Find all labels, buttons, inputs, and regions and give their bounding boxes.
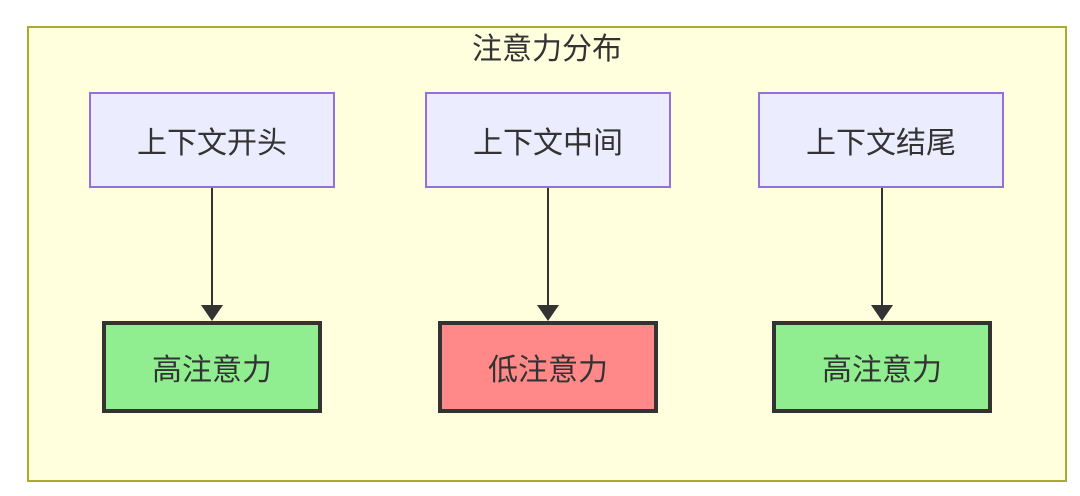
arrow-shaft [547,188,549,305]
node-high-attention-1: 高注意力 [102,321,322,413]
node-context-start: 上下文开头 [89,92,335,188]
arrow-middle-to-result [537,188,559,321]
arrowhead-icon [537,305,559,321]
arrow-end-to-result [871,188,893,321]
arrow-shaft [881,188,883,305]
arrowhead-icon [871,305,893,321]
diagram-title: 注意力分布 [472,33,622,66]
node-context-end: 上下文结尾 [758,92,1004,188]
node-high-attention-2: 高注意力 [772,321,992,413]
arrow-shaft [211,188,213,305]
node-low-attention: 低注意力 [438,321,658,413]
node-context-middle: 上下文中间 [425,92,671,188]
arrow-start-to-result [201,188,223,321]
arrowhead-icon [201,305,223,321]
